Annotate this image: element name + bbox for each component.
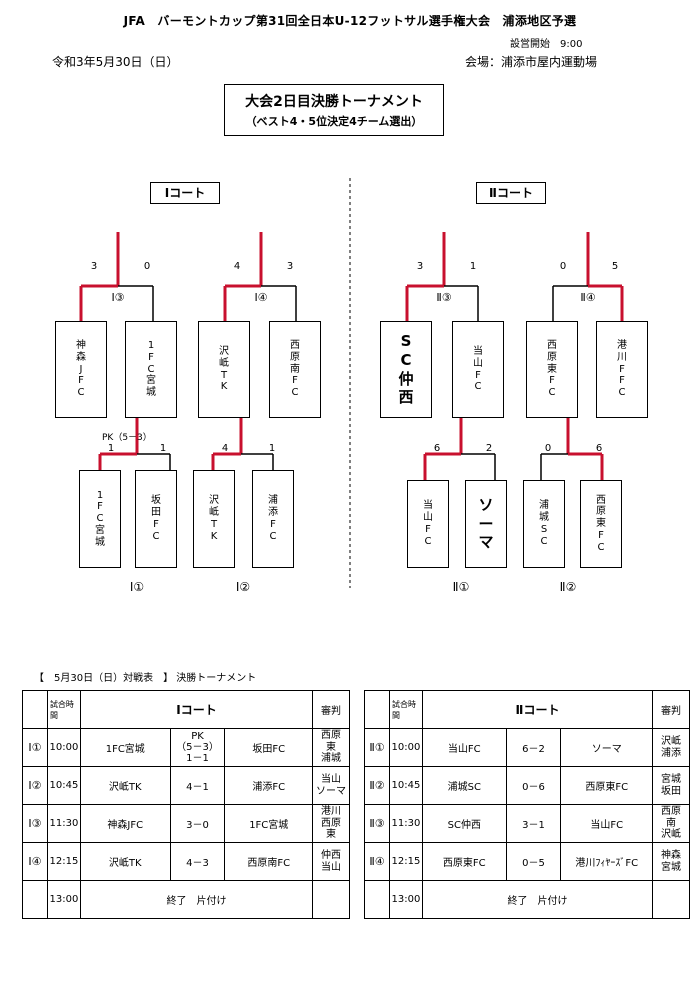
court-1-schedule-table: 試合時間 Ⅰコート 審判 Ⅰ① 10:00 1FC宮城 PK （5－3） 1－1…	[22, 690, 350, 919]
bracket-match-i2-lines	[211, 418, 274, 471]
table-row: Ⅱ③ 11:30 SC仲西 3－1 当山FC 西原 南 沢岻	[364, 804, 690, 843]
upper-score: 0	[559, 261, 567, 272]
bracket-match-ii4-lines	[552, 232, 624, 322]
bracket-match-ii2-lines	[540, 418, 604, 481]
court-2-title: Ⅱコート	[421, 690, 654, 729]
bracket-match-i4-lines	[223, 232, 297, 322]
table-row: Ⅱ④ 12:15 西原東FC 0－5 港川ﾌｨﾔｰｽﾞFC 神森 宮城	[364, 842, 690, 881]
time-header: 試合時間	[46, 690, 81, 729]
table-row: Ⅰ① 10:00 1FC宮城 PK （5－3） 1－1 坂田FC 西原 東 浦城	[22, 728, 350, 767]
table-row: Ⅰ④ 12:15 沢岻TK 4－3 西原南FC 仲西 当山	[22, 842, 350, 881]
tournament-title: 大会2日目決勝トーナメント	[245, 94, 423, 110]
bracket-match-ii3-lines	[405, 232, 479, 322]
bracket-match-ii1-lines	[423, 418, 496, 481]
match-label-ii1: Ⅱ①	[452, 580, 470, 594]
upper-score: 3	[90, 261, 98, 272]
lower-score: 2	[485, 443, 493, 454]
match-label-ii4: Ⅱ④	[580, 291, 596, 304]
upper-score: 3	[286, 261, 294, 272]
pk-note: PK（5－3）	[102, 433, 152, 443]
schedule-heading: 【 5月30日（日）対戦表 】 決勝トーナメント	[34, 673, 257, 684]
upper-score: 0	[143, 261, 151, 272]
upper-score: 5	[611, 261, 619, 272]
table-header-row: 試合時間 Ⅱコート 審判	[364, 690, 690, 729]
ref-header: 審判	[312, 690, 350, 729]
bracket-lines	[79, 178, 624, 588]
table-header-row: 試合時間 Ⅰコート 審判	[22, 690, 350, 729]
table-row: Ⅱ① 10:00 当山FC 6－2 ソーマ 沢岻 浦添	[364, 728, 690, 767]
table-row: Ⅰ③ 11:30 神森JFC 3－0 1FC宮城 港川 西原 東	[22, 804, 350, 843]
court-2-label: Ⅱコート	[476, 182, 546, 204]
time-header: 試合時間	[388, 690, 423, 729]
table-row: 13:00 終了 片付け	[364, 880, 690, 919]
match-label-i1: Ⅰ①	[129, 580, 145, 594]
court-1-label: Ⅰコート	[150, 182, 220, 204]
match-label-ii3: Ⅱ③	[436, 291, 452, 304]
match-label-i3: Ⅰ③	[111, 291, 125, 304]
lower-score: 1	[159, 443, 167, 454]
match-label-i4: Ⅰ④	[254, 291, 268, 304]
ref-header: 審判	[652, 690, 690, 729]
event-date: 令和3年5月30日（日）	[52, 55, 179, 69]
upper-score: 4	[233, 261, 241, 272]
lower-score: 6	[595, 443, 603, 454]
tournament-subtitle: （ベスト4・5位決定4チーム選出）	[245, 115, 423, 128]
table-row: 13:00 終了 片付け	[22, 880, 350, 919]
lower-score: 0	[544, 443, 552, 454]
upper-score: 1	[469, 261, 477, 272]
lower-score: 4	[221, 443, 229, 454]
setup-start-time: 設営開始 9:00	[510, 39, 583, 50]
lower-score: 1	[107, 443, 115, 454]
bracket-match-i3-lines	[79, 232, 154, 322]
table-row: Ⅰ② 10:45 沢岻TK 4－1 浦添FC 当山 ソーマ	[22, 766, 350, 805]
court-2-schedule-table: 試合時間 Ⅱコート 審判 Ⅱ① 10:00 当山FC 6－2 ソーマ 沢岻 浦添…	[364, 690, 690, 919]
event-venue: 会場：浦添市屋内運動場	[465, 55, 598, 69]
table-row: Ⅱ② 10:45 浦城SC 0－6 西原東FC 宮城 坂田	[364, 766, 690, 805]
team-box: ソーマ	[465, 480, 507, 568]
bracket-match-i1-lines	[98, 418, 171, 471]
upper-score: 3	[416, 261, 424, 272]
lower-score: 1	[268, 443, 276, 454]
document-title: JFA バーモントカップ第31回全日本U-12フットサル選手権大会 浦添地区予選	[123, 14, 577, 28]
lower-score: 6	[433, 443, 441, 454]
match-label-ii2: Ⅱ②	[559, 580, 577, 594]
court-1-title: Ⅰコート	[79, 690, 314, 729]
match-label-i2: Ⅰ②	[235, 580, 251, 594]
tournament-title-box: 大会2日目決勝トーナメント （ベスト4・5位決定4チーム選出）	[224, 84, 444, 136]
